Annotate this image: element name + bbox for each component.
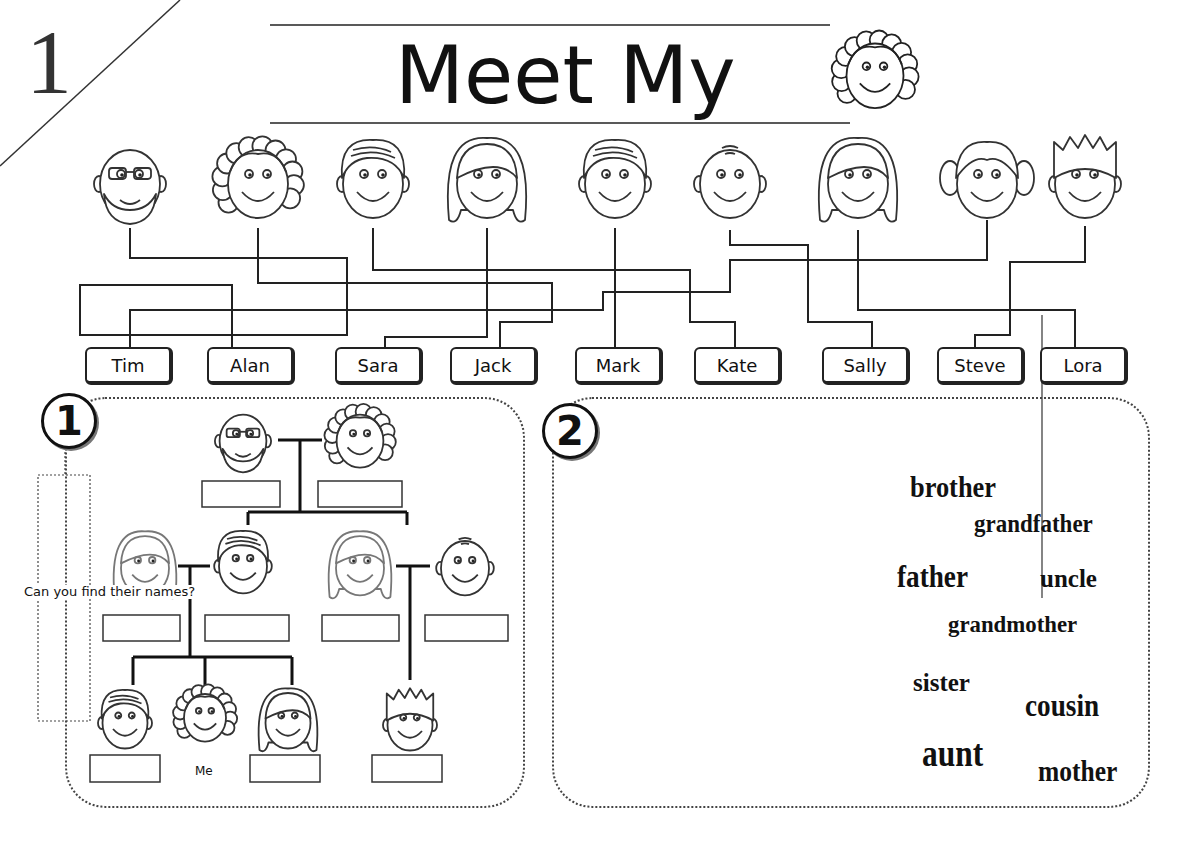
- name-text: Sally: [843, 355, 886, 376]
- answer-box: [322, 615, 399, 641]
- face-drawing: [212, 136, 304, 218]
- answer-box: [425, 615, 508, 641]
- name-box: Jack: [450, 347, 538, 385]
- callout-number: 1: [41, 393, 97, 449]
- face-drawing: [819, 138, 897, 222]
- answer-box: [205, 615, 289, 641]
- face-drawing: [259, 688, 318, 751]
- title: Meet My: [395, 36, 736, 116]
- matching-line: [258, 228, 552, 347]
- family-word: cousin: [1025, 688, 1099, 723]
- name-box: Steve: [937, 347, 1025, 385]
- name-box: Mark: [575, 347, 663, 385]
- face-drawing: [94, 150, 166, 224]
- face-drawing: [98, 690, 152, 749]
- answer-box: [372, 755, 442, 782]
- sheet-number: 1: [26, 12, 72, 113]
- family-word: mother: [1038, 754, 1117, 787]
- matching-line: [385, 228, 487, 347]
- face-drawing: [579, 140, 651, 218]
- name-box: Kate: [694, 347, 782, 385]
- face-drawing: [1049, 135, 1121, 218]
- name-box: Sara: [335, 347, 423, 385]
- me-label: Me: [195, 765, 213, 778]
- name-text: Alan: [230, 355, 270, 376]
- name-text: Lora: [1063, 355, 1102, 376]
- face-drawing: [329, 531, 392, 598]
- face-drawing: [324, 404, 395, 468]
- matching-line: [373, 228, 735, 347]
- face-drawing: [337, 140, 409, 218]
- answer-box: [103, 615, 180, 641]
- name-text: Kate: [717, 355, 758, 376]
- face-drawing: [940, 142, 1034, 218]
- family-word: grandfather: [974, 510, 1093, 538]
- name-box: Lora: [1040, 347, 1128, 385]
- face-drawing: [215, 415, 271, 473]
- title-rule: [270, 122, 850, 124]
- matching-line: [130, 220, 987, 347]
- panel-region: 2: [552, 397, 1150, 808]
- callout-number: 2: [542, 403, 598, 459]
- name-text: Mark: [596, 355, 640, 376]
- family-word: grandmother: [948, 611, 1077, 637]
- name-text: Steve: [954, 355, 1005, 376]
- panel-region: 1: [65, 397, 525, 808]
- matching-line: [975, 226, 1085, 347]
- name-box: Sally: [822, 347, 910, 385]
- answer-box: [318, 481, 402, 507]
- matching-line: [80, 228, 347, 347]
- matching-line: [730, 230, 872, 347]
- name-box: Alan: [207, 347, 295, 385]
- name-text: Jack: [475, 355, 512, 376]
- family-word: father: [897, 559, 968, 594]
- family-word: sister: [913, 669, 970, 697]
- family-word: brother: [910, 470, 996, 503]
- face-drawing: [214, 531, 272, 593]
- face-drawing: [832, 30, 919, 108]
- instruction: Can you find their names?: [22, 585, 197, 599]
- face-drawing: [694, 146, 766, 218]
- matching-line: [614, 228, 616, 347]
- face-drawing: [173, 684, 237, 741]
- face-drawing: [448, 138, 526, 222]
- title-rule: [270, 24, 830, 26]
- face-drawing: [383, 688, 437, 750]
- answer-box: [90, 755, 160, 782]
- family-word: aunt: [922, 734, 983, 775]
- name-box: Tim: [85, 347, 173, 385]
- name-text: Tim: [112, 355, 145, 376]
- answer-box: [250, 755, 320, 782]
- family-word: uncle: [1040, 565, 1097, 593]
- corner-line: [0, 0, 180, 166]
- answer-box: [202, 481, 280, 507]
- face-drawing: [436, 538, 494, 596]
- name-text: Sara: [358, 355, 399, 376]
